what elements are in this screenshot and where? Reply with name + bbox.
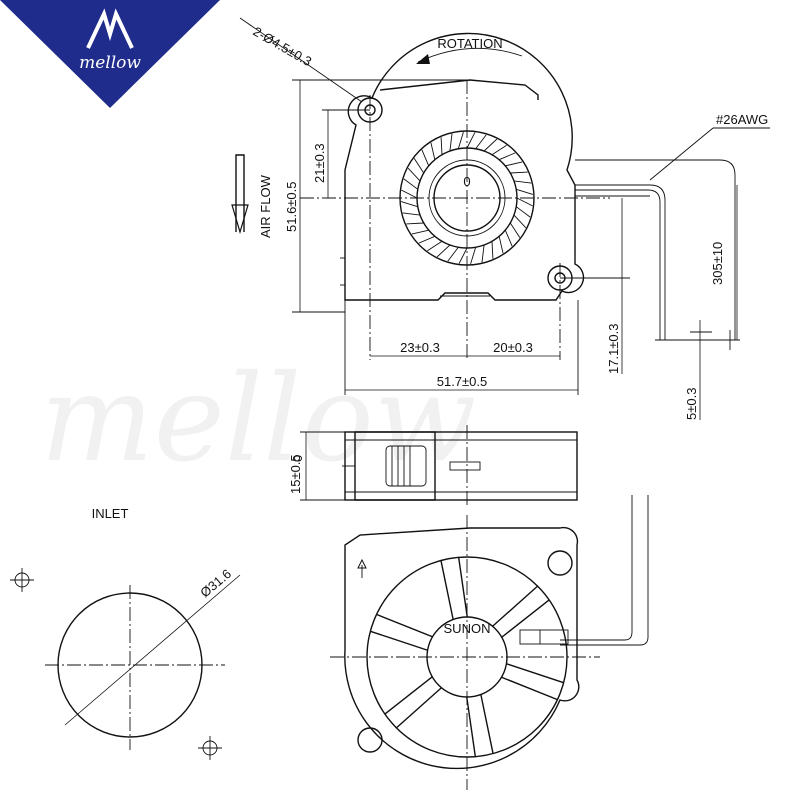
impeller-blade [498,152,516,161]
spoke [457,557,468,618]
impeller-blade [401,189,418,199]
wire-strip-dim: 5±0.3 [684,388,699,420]
impeller-blade [449,133,453,152]
crosshair-icon [198,736,222,760]
svg-text:0: 0 [463,174,470,189]
awg-label: #26AWG [716,112,768,127]
impeller-blade [457,131,464,149]
impeller-blade [516,197,533,207]
spoke [370,630,428,651]
impeller-blade [447,246,459,262]
wire-length-dim: 305±10 [710,242,725,285]
impeller-blade [470,247,477,265]
impeller-blade [505,161,523,167]
outlet-height-dim: 17.1±0.3 [606,323,621,374]
impeller-blade [481,244,485,263]
inlet-label: INLET [92,506,129,521]
impeller-blade [440,137,443,155]
height-dim: 51.6±0.5 [284,181,299,232]
brand-label: SUNON [444,621,491,636]
watermark-text: mellow [40,350,477,489]
width-dim: 51.7±0.5 [437,374,488,389]
impeller-blade [430,142,436,160]
mellow-logo: mellow [0,0,220,108]
impeller-blade [418,235,436,244]
impeller-blade [475,134,487,150]
rotation-label: ROTATION [437,36,502,51]
logo-text: mellow [79,53,141,73]
inlet-view: INLET Ø31.6 [10,506,241,760]
impeller-blade [407,167,421,182]
impeller-blade [403,178,419,190]
impeller-blade [515,206,531,218]
side-view: 15±0.5 0 [288,425,578,505]
impeller-blade [466,132,476,149]
impeller-blade [504,229,513,247]
impeller-blade [513,214,527,229]
spoke [395,687,442,729]
impeller-blade [510,171,528,174]
impeller-blade [427,240,443,252]
impeller-blade [483,138,498,152]
impeller-blade [509,222,521,238]
impeller-blade [421,149,430,167]
hole-vertical-dim: 21±0.3 [312,143,327,183]
impeller-blade [491,144,507,156]
thickness-tol-dim: 0 [290,455,305,462]
impeller-blade [413,158,425,174]
spoke [384,676,433,715]
hole-right-dim: 20±0.3 [493,340,533,355]
impeller-blade [458,247,468,264]
spoke [492,585,539,627]
impeller-blade [406,222,424,225]
impeller-blade [498,236,504,254]
impeller-blade [402,212,421,216]
crosshair-icon [10,568,34,592]
thickness-value-dim: 15±0.5 [288,454,303,494]
spoke [466,696,477,757]
front-view: 0 ROTATION 2-Ø4.5±0.3 #26AWG 305±10 5±0.… [231,17,770,420]
impeller-blade [411,229,429,235]
spoke [506,663,564,684]
air-flow-label: AIR FLOW [258,174,273,238]
spoke [440,560,454,620]
spoke [480,694,494,754]
inlet-diameter-dim: Ø31.6 [197,566,234,600]
spoke [376,613,433,638]
back-view: SUNON [330,495,649,790]
hole-left-dim: 23±0.3 [400,340,440,355]
holes-label: 2-Ø4.5±0.3 [251,24,315,69]
impeller-blade [513,180,532,184]
impeller-blade [400,201,418,208]
spoke [501,599,550,638]
impeller-blade [491,241,494,259]
impeller-blade [436,244,451,258]
spoke [501,676,558,701]
impeller-blade [516,188,534,195]
